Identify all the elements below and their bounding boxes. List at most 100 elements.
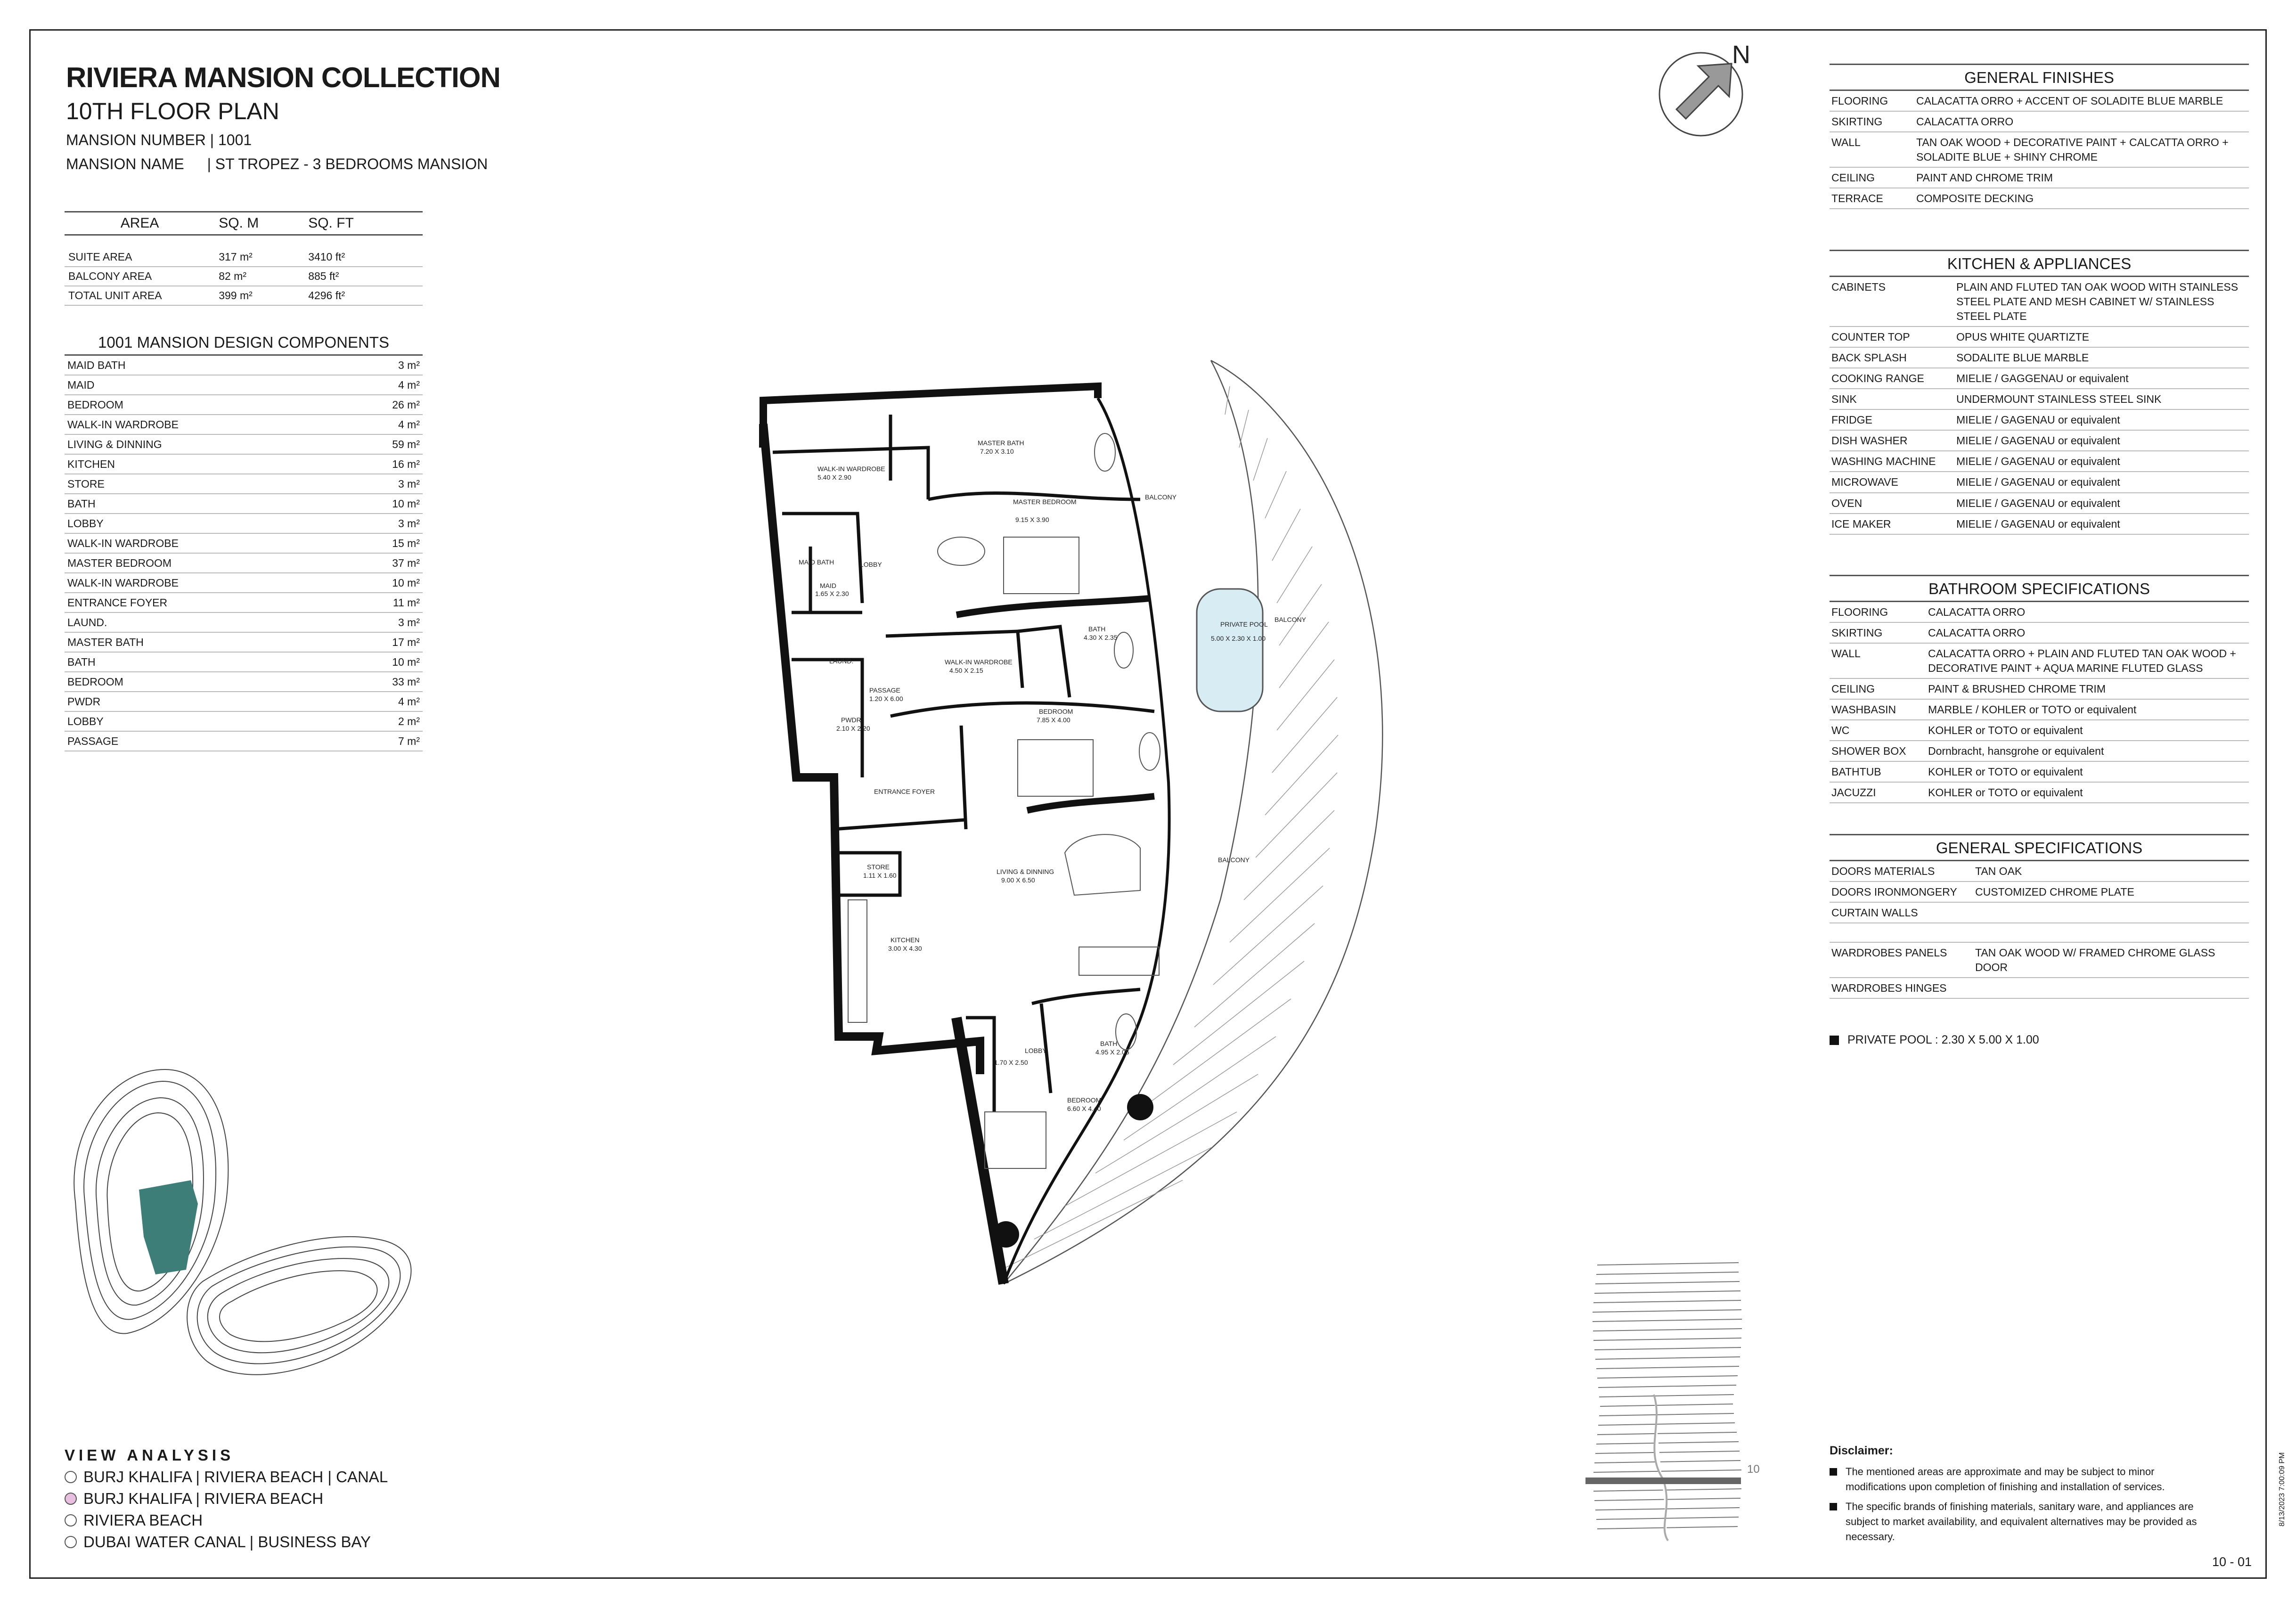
view-option-label: RIVIERA BEACH xyxy=(83,1511,203,1529)
view-option[interactable]: BURJ KHALIFA | RIVIERA BEACH xyxy=(65,1490,388,1508)
area-name: BALCONY AREA xyxy=(65,267,215,286)
radio-button[interactable] xyxy=(65,1471,77,1483)
component-area: 4 m² xyxy=(398,418,420,431)
column-icon xyxy=(1127,1094,1153,1120)
balcony-label: BALCONY xyxy=(1275,616,1307,623)
component-name: KITCHEN xyxy=(67,458,115,470)
component-area: 59 m² xyxy=(392,438,420,450)
room-label: PASSAGE xyxy=(869,686,900,694)
spec-key: WASHING MACHINE xyxy=(1831,455,1936,468)
list-item: ENTRANCE FOYER 11 m² xyxy=(65,593,423,613)
room-label: MASTER BEDROOM xyxy=(1013,498,1077,506)
disclaimer-item: The mentioned areas are approximate and … xyxy=(1830,1464,2216,1494)
view-option[interactable]: RIVIERA BEACH xyxy=(65,1511,388,1529)
area-sqft: 3410 ft² xyxy=(304,248,423,267)
bed-icon xyxy=(1017,739,1094,797)
spec-key: WARDROBES HINGES xyxy=(1831,982,1947,995)
component-name: MAID BATH xyxy=(67,359,126,371)
radio-button[interactable] xyxy=(65,1493,77,1505)
spec-key: WASHBASIN xyxy=(1831,703,1896,716)
current-floor-marker xyxy=(1585,1477,1741,1484)
component-name: BATH xyxy=(67,498,96,510)
disclaimer-text: The mentioned areas are approximate and … xyxy=(1846,1466,2165,1493)
component-name: WALK-IN WARDROBE xyxy=(67,537,179,549)
view-option[interactable]: BURJ KHALIFA | RIVIERA BEACH | CANAL xyxy=(65,1468,388,1486)
spec-key: WARDROBES PANELS xyxy=(1831,947,1947,959)
bullet-icon xyxy=(1830,1468,1837,1476)
spec-value: PAINT & BRUSHED CHROME TRIM xyxy=(1928,683,2106,695)
sqm-header: SQ. M xyxy=(215,211,305,236)
mansion-number: MANSION NUMBER | 1001 xyxy=(66,131,252,148)
table-row: SUITE AREA 317 m² 3410 ft² xyxy=(65,248,423,267)
compass-north-label: N xyxy=(1732,42,1750,69)
area-sqft: 4296 ft² xyxy=(304,286,423,306)
spec-value: OPUS WHITE QUARTIZTE xyxy=(1956,331,2089,343)
component-area: 4 m² xyxy=(398,379,420,391)
spec-row: WARDROBES PANELS TAN OAK WOOD W/ FRAMED C… xyxy=(1830,943,2249,979)
room-dimension: 4.95 X 2.05 xyxy=(1095,1048,1129,1056)
radio-button[interactable] xyxy=(65,1514,77,1526)
view-option-label: BURJ KHALIFA | RIVIERA BEACH | CANAL xyxy=(83,1468,388,1486)
room-label: STORE xyxy=(867,863,890,871)
area-sqm: 82 m² xyxy=(215,267,305,286)
spec-key: CABINETS xyxy=(1831,281,1886,293)
disclaimer-item: The specific brands of finishing materia… xyxy=(1830,1499,2216,1544)
radio-button[interactable] xyxy=(65,1536,77,1548)
spec-value: UNDERMOUNT STAINLESS STEEL SINK xyxy=(1956,393,2162,406)
component-name: ENTRANCE FOYER xyxy=(67,596,168,609)
floor-plan: WALK-IN WARDROBE 5.40 X 2.90 MASTER BATH… xyxy=(759,359,1383,1285)
component-area: 33 m² xyxy=(392,676,420,688)
room-label: BATH xyxy=(1100,1040,1117,1047)
floor-number-label: 10 xyxy=(1747,1463,1760,1476)
spec-value: SODALITE BLUE MARBLE xyxy=(1956,351,2089,364)
component-name: BEDROOM xyxy=(67,399,123,411)
view-option-label: DUBAI WATER CANAL | BUSINESS BAY xyxy=(83,1533,371,1551)
room-label: ENTRANCE FOYER xyxy=(874,788,935,795)
spec-key: DISH WASHER xyxy=(1831,434,1908,447)
page-number: 10 - 01 xyxy=(2212,1555,2252,1569)
pool-label: PRIVATE POOL xyxy=(1220,620,1268,628)
component-name: LOBBY xyxy=(67,715,104,727)
spec-row: WARDROBES HINGES xyxy=(1830,978,2249,999)
view-option[interactable]: DUBAI WATER CANAL | BUSINESS BAY xyxy=(65,1533,388,1551)
room-label: BATH xyxy=(1088,625,1105,633)
pool-note: PRIVATE POOL : 2.30 X 5.00 X 1.00 xyxy=(1830,1033,2039,1047)
view-analysis-title: VIEW ANALYSIS xyxy=(65,1446,235,1464)
room-dimension: 7.20 X 3.10 xyxy=(980,448,1014,455)
component-area: 4 m² xyxy=(398,695,420,708)
area-sqm: 399 m² xyxy=(215,286,305,306)
sqft-header: SQ. FT xyxy=(304,211,423,236)
spec-key: BATHTUB xyxy=(1831,766,1881,778)
room-label: LOBBY xyxy=(1025,1047,1047,1054)
spec-key: CEILING xyxy=(1831,171,1875,184)
spec-value: MIELIE / GAGENAU or equivalent xyxy=(1956,517,2120,530)
component-area: 11 m² xyxy=(392,596,420,609)
floor-plan-subtitle: 10TH FLOOR PLAN xyxy=(66,98,279,124)
room-label: MAID BATH xyxy=(799,558,834,566)
area-name: SUITE AREA xyxy=(65,248,215,267)
room-label: BEDROOM xyxy=(1067,1096,1101,1104)
area-sqm: 317 m² xyxy=(215,248,305,267)
spec-value: MIELIE / GAGGENAU or equivalent xyxy=(1956,372,2129,385)
spec-key: SKIRTING xyxy=(1831,627,1883,639)
room-dimension: 1.20 X 6.00 xyxy=(869,695,903,702)
spec-value: TAN OAK WOOD W/ FRAMED CHROME GLASS DOOR xyxy=(1975,947,2215,974)
room-label: LIVING & DINNING xyxy=(997,868,1054,875)
